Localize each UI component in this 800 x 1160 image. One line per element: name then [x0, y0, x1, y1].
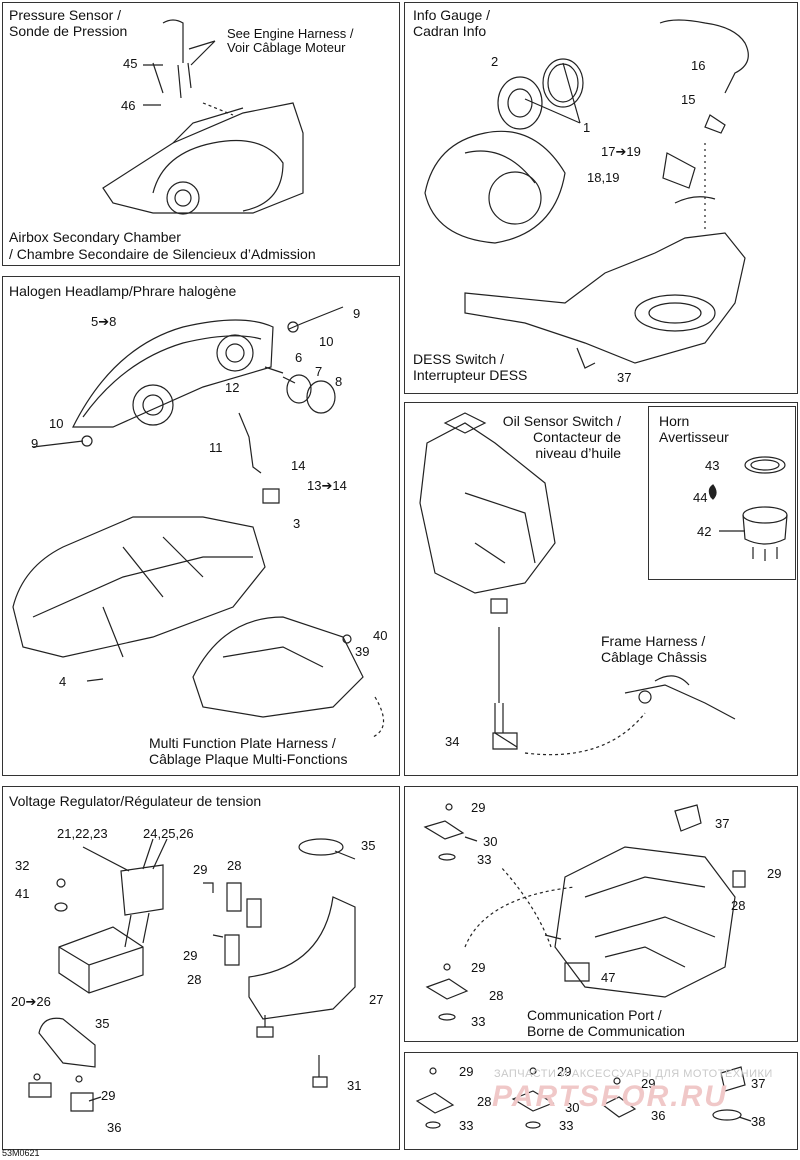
callout-35-bottom: 35 — [95, 1016, 110, 1031]
engine-harness-note: See Engine Harness / Voir Câblage Moteur — [227, 26, 354, 55]
callout-7: 7 — [315, 364, 323, 379]
callout-37-f4: 37 — [751, 1076, 766, 1091]
callout-6: 6 — [295, 350, 303, 365]
callout-2: 2 — [491, 54, 499, 69]
airbox-chamber-note: Airbox Secondary Chamber / Chambre Secon… — [9, 229, 316, 262]
callout-29-top: 29 — [471, 800, 486, 815]
callout-30: 30 — [483, 834, 498, 849]
callout-46: 46 — [121, 98, 136, 113]
callout-37: 37 — [617, 370, 632, 385]
callout-34: 34 — [445, 734, 460, 749]
callout-29-f2: 29 — [557, 1064, 572, 1079]
diagram-code: 53M0621 — [2, 1148, 40, 1158]
panel-info-gauge: Info Gauge / Cadran Info DESS Switch / I… — [404, 2, 798, 394]
horn-drawing — [649, 407, 797, 581]
callout-16: 16 — [691, 58, 706, 73]
callout-45: 45 — [123, 56, 138, 71]
callout-29-a: 29 — [193, 862, 208, 877]
callout-41: 41 — [15, 886, 30, 901]
voltage-regulator-title: Voltage Regulator/Régulateur de tension — [9, 793, 262, 809]
callout-27: 27 — [369, 992, 384, 1007]
callout-44: 44 — [693, 490, 708, 505]
callout-9-left: 9 — [31, 436, 39, 451]
callout-36-f3: 36 — [651, 1108, 666, 1123]
airbox-drawing — [3, 3, 401, 267]
frame-harness-note: Frame Harness / Câblage Châssis — [601, 633, 707, 665]
callout-10-top: 10 — [319, 334, 334, 349]
callout-29-lower: 29 — [471, 960, 486, 975]
pressure-sensor-title: Pressure Sensor / Sonde de Pression — [9, 7, 128, 39]
callout-32: 32 — [15, 858, 30, 873]
callout-47: 47 — [601, 970, 616, 985]
dess-switch-note: DESS Switch / Interrupteur DESS — [413, 351, 528, 383]
panel-communication-port: Communication Port / Borne de Communicat… — [404, 786, 798, 1042]
callout-21-23: 21,22,23 — [57, 826, 108, 841]
panel-halogen-headlamp: Halogen Headlamp/Phrare halogène Multi F… — [2, 276, 400, 776]
callout-29-f1: 29 — [459, 1064, 474, 1079]
callout-37-comm: 37 — [715, 816, 730, 831]
callout-13-14: 13➔14 — [307, 478, 347, 493]
info-gauge-title: Info Gauge / Cadran Info — [413, 7, 491, 39]
communication-port-note: Communication Port / Borne de Communicat… — [527, 1007, 685, 1039]
callout-24-26: 24,25,26 — [143, 826, 194, 841]
callout-39: 39 — [355, 644, 370, 659]
fasteners-drawing — [405, 1053, 799, 1151]
callout-42: 42 — [697, 524, 712, 539]
callout-38-f4: 38 — [751, 1114, 766, 1129]
multi-function-plate-note: Multi Function Plate Harness / Câblage P… — [149, 735, 348, 767]
callout-17-19: 17➔19 — [601, 144, 641, 159]
callout-43: 43 — [705, 458, 720, 473]
callout-30-f2: 30 — [565, 1100, 580, 1115]
callout-28-a: 28 — [227, 858, 242, 873]
panel-voltage-regulator: Voltage Regulator/Régulateur de tension … — [2, 786, 400, 1150]
callout-28-f1: 28 — [477, 1094, 492, 1109]
callout-31: 31 — [347, 1078, 362, 1093]
callout-29-right: 29 — [767, 866, 782, 881]
oil-sensor-drawing — [405, 403, 799, 777]
callout-20-26: 20➔26 — [11, 994, 51, 1009]
callout-15: 15 — [681, 92, 696, 107]
callout-35-top: 35 — [361, 838, 376, 853]
callout-33-f1: 33 — [459, 1118, 474, 1133]
callout-29-f3: 29 — [641, 1076, 656, 1091]
callout-3: 3 — [293, 516, 301, 531]
callout-36: 36 — [107, 1120, 122, 1135]
callout-33-top: 33 — [477, 852, 492, 867]
voltage-regulator-drawing — [3, 787, 401, 1151]
panel-pressure-sensor: Pressure Sensor / Sonde de Pression See … — [2, 2, 400, 266]
callout-10-left: 10 — [49, 416, 64, 431]
info-gauge-drawing — [405, 3, 799, 395]
callout-12: 12 — [225, 380, 240, 395]
callout-28-b: 28 — [187, 972, 202, 987]
callout-14: 14 — [291, 458, 306, 473]
callout-33-f2: 33 — [559, 1118, 574, 1133]
callout-9-top: 9 — [353, 306, 361, 321]
callout-29-c: 29 — [101, 1088, 116, 1103]
oil-sensor-title: Oil Sensor Switch / Contacteur de niveau… — [502, 413, 621, 461]
callout-33-lower: 33 — [471, 1014, 486, 1029]
callout-8: 8 — [335, 374, 343, 389]
callout-11: 11 — [209, 440, 223, 455]
callout-28-lower: 28 — [489, 988, 504, 1003]
callout-1: 1 — [583, 120, 591, 135]
horn-title: Horn Avertisseur — [659, 413, 729, 445]
callout-40: 40 — [373, 628, 388, 643]
panel-oil-sensor: Oil Sensor Switch / Contacteur de niveau… — [404, 402, 798, 776]
callout-29-b: 29 — [183, 948, 198, 963]
panel-fasteners: 29 28 33 29 30 33 29 36 37 38 — [404, 1052, 798, 1150]
headlamp-title: Halogen Headlamp/Phrare halogène — [9, 283, 237, 299]
callout-18-19: 18,19 — [587, 170, 620, 185]
watermark-logo: PARTSFOR.RU — [492, 1080, 728, 1113]
watermark-caption: ЗАПЧАСТИ И АКСЕССУАРЫ ДЛЯ МОТОТЕХНИКИ — [494, 1068, 773, 1080]
headlamp-drawing — [3, 277, 401, 777]
callout-5-8: 5➔8 — [91, 314, 117, 329]
callout-4: 4 — [59, 674, 67, 689]
panel-horn: Horn Avertisseur 43 44 42 — [648, 406, 796, 580]
communication-port-drawing — [405, 787, 799, 1043]
